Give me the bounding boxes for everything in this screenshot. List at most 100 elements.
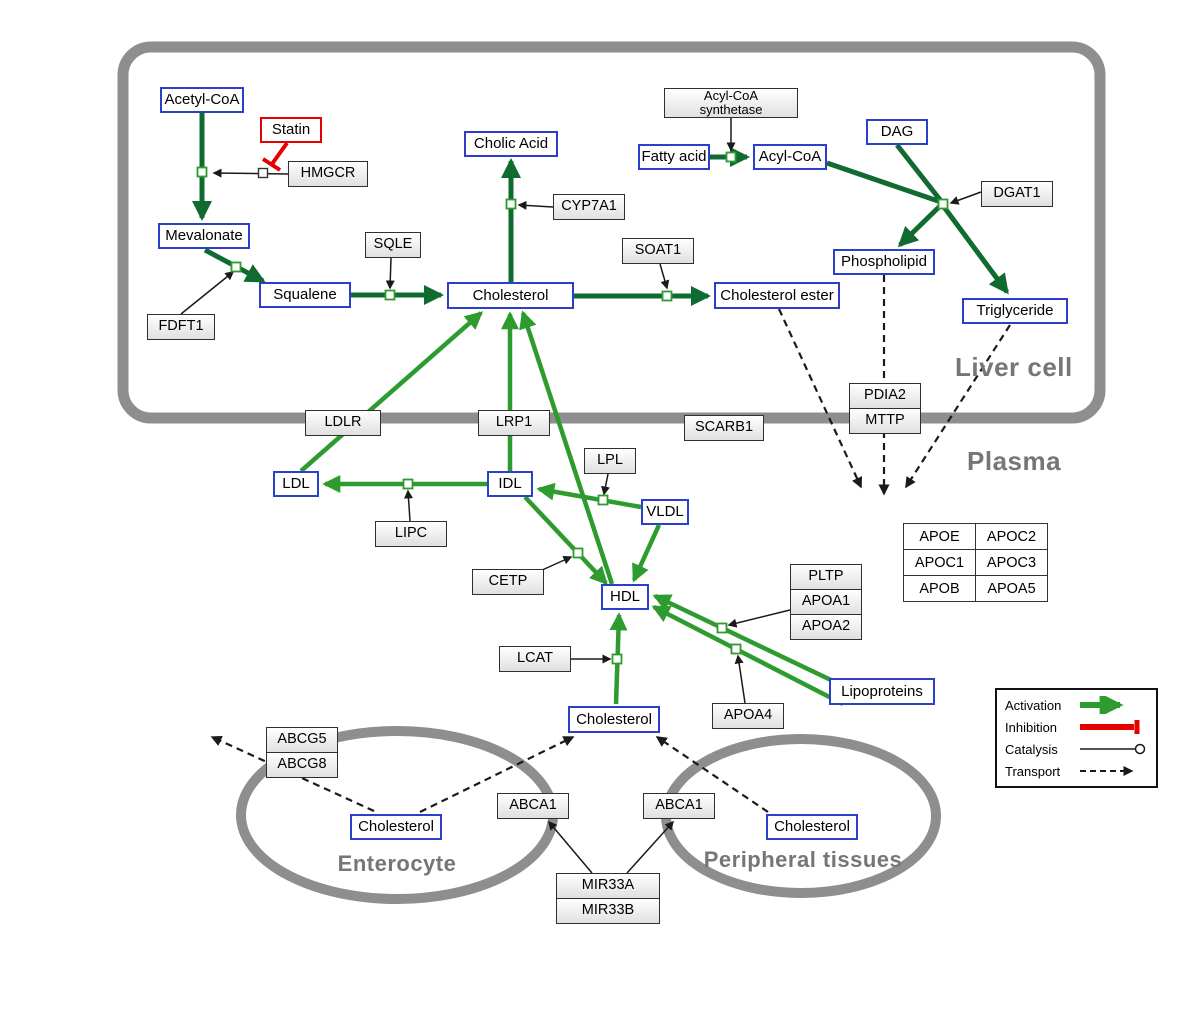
node-abca1-left[interactable]: ABCA1: [497, 793, 569, 819]
edges-layer: [180, 113, 1011, 874]
node-phospholipid[interactable]: Phospholipid: [833, 249, 935, 275]
enterocyte-label: Enterocyte: [337, 851, 457, 876]
reaction-anchor: [730, 643, 742, 655]
edge-cholesterol-peripheral-to-cholesterol-plasma: [655, 736, 769, 813]
node-soat1[interactable]: SOAT1: [622, 238, 694, 264]
edge-sqle-to-reaction-squalene-cholesterol: [385, 257, 395, 290]
apo-cell[interactable]: APOA5: [976, 576, 1048, 602]
legend-row-transport: Transport: [1005, 762, 1148, 780]
node-ldl[interactable]: LDL: [273, 471, 319, 497]
apo-cell[interactable]: APOB: [904, 576, 976, 602]
node-cyp7a1[interactable]: CYP7A1: [553, 194, 625, 220]
reaction-anchor: [597, 494, 609, 506]
apo-cell[interactable]: APOC1: [904, 550, 976, 576]
catalysis-circle-icon: [1080, 743, 1146, 755]
node-apoa1[interactable]: APOA1: [790, 589, 862, 615]
node-scarb1[interactable]: SCARB1: [684, 415, 764, 441]
node-vldl[interactable]: VLDL: [641, 499, 689, 525]
legend-row-activation: Activation: [1005, 696, 1148, 714]
node-cholesterol-liver[interactable]: Cholesterol: [447, 282, 574, 309]
node-lipc[interactable]: LIPC: [375, 521, 447, 547]
node-lpl[interactable]: LPL: [584, 448, 636, 474]
node-acyl-coa2[interactable]: Acyl-CoA: [753, 144, 827, 170]
reaction-anchor: [725, 151, 737, 163]
edge-hmgcr-to-reaction-acetyl-mevalonate: [212, 168, 289, 178]
legend-catalysis-label: Catalysis: [1005, 741, 1058, 757]
liver-cell-membrane: [117, 41, 1106, 424]
node-abcg5[interactable]: ABCG5: [266, 727, 338, 753]
node-idl[interactable]: IDL: [487, 471, 533, 497]
node-mevalonate[interactable]: Mevalonate: [158, 223, 250, 249]
edge-triglyceride-to-plasma: [905, 324, 1011, 489]
edge-dgat1-junction-to-phospholipid: [897, 204, 942, 248]
activation-arrow-icon: [1080, 696, 1124, 714]
edge-dgat1-junction-to-triglyceride: [941, 205, 1010, 295]
node-acetyl-coa[interactable]: Acetyl-CoA: [160, 87, 244, 113]
edge-soat1-to-reaction-cholesterol-ester: [659, 263, 670, 290]
reaction-anchor: [402, 478, 414, 490]
node-lrp1[interactable]: LRP1: [478, 410, 550, 436]
node-squalene[interactable]: Squalene: [259, 282, 351, 308]
node-abcg8[interactable]: ABCG8: [266, 752, 338, 778]
edge-cholesterol-ester-to-plasma: [778, 308, 863, 489]
edge-vldl-to-idl: [536, 482, 642, 510]
edge-mir33-to-abca1-right: [626, 820, 675, 874]
reaction-anchor: [937, 198, 949, 210]
node-pltp[interactable]: PLTP: [790, 564, 862, 590]
legend-row-inhibition: Inhibition: [1005, 718, 1148, 736]
edge-lipoproteins-to-hdl: [651, 604, 845, 707]
reaction-anchor: [505, 198, 517, 210]
node-cholesterol-peripheral[interactable]: Cholesterol: [766, 814, 858, 840]
catalysis-port: [257, 167, 269, 179]
edge-cholesterol-enterocyte-to-cholesterol-plasma: [419, 736, 575, 813]
node-cetp[interactable]: CETP: [472, 569, 544, 595]
node-cholesterol-ester[interactable]: Cholesterol ester: [714, 282, 840, 309]
node-apoa4[interactable]: APOA4: [712, 703, 784, 729]
node-hdl[interactable]: HDL: [601, 584, 649, 610]
edge-dgat1-to-dgat1-junction: [949, 191, 982, 205]
node-lipoproteins[interactable]: Lipoproteins: [829, 678, 935, 705]
reaction-anchor: [661, 290, 673, 302]
node-dgat1[interactable]: DGAT1: [981, 181, 1053, 207]
edge-dag-to-dgat1-junction: [895, 143, 943, 203]
node-mir33b[interactable]: MIR33B: [556, 898, 660, 924]
node-ldlr[interactable]: LDLR: [305, 410, 381, 436]
edge-cyp7a1-to-reaction-cholesterol-cholicacid: [517, 200, 554, 210]
edge-ldl-to-cholesterol-liver: [299, 311, 484, 473]
node-triglyceride[interactable]: Triglyceride: [962, 298, 1068, 324]
anchors-layer: [196, 151, 949, 665]
node-cholic-acid[interactable]: Cholic Acid: [464, 131, 558, 157]
node-apoa2[interactable]: APOA2: [790, 614, 862, 640]
edge-acyl-coa-to-dgat1-junction: [826, 160, 942, 205]
node-acyl-coa-synthetase[interactable]: Acyl-CoA synthetase: [664, 88, 798, 118]
reaction-anchor: [230, 261, 242, 273]
edge-lpl-to-reaction-vldl-idl: [601, 473, 610, 496]
edge-fdft1-to-reaction-mevalonate-squalene: [180, 271, 235, 315]
node-pdia2[interactable]: PDIA2: [849, 383, 921, 409]
legend-transport-label: Transport: [1005, 763, 1061, 779]
node-abca1-right[interactable]: ABCA1: [643, 793, 715, 819]
apo-cell[interactable]: APOC2: [976, 524, 1048, 550]
node-dag[interactable]: DAG: [866, 119, 928, 145]
apo-cell[interactable]: APOE: [904, 524, 976, 550]
node-mir33a[interactable]: MIR33A: [556, 873, 660, 899]
reaction-anchor: [572, 547, 584, 559]
liver-cell-label: Liver cell: [955, 352, 1073, 382]
edge-apoa-complex-to-reaction-lipoproteins-hdl: [727, 609, 791, 628]
node-sqle[interactable]: SQLE: [365, 232, 421, 258]
node-cholesterol-enterocyte[interactable]: Cholesterol: [350, 814, 442, 840]
node-fdft1[interactable]: FDFT1: [147, 314, 215, 340]
node-mttp[interactable]: MTTP: [849, 408, 921, 434]
transport-dashed-arrow-icon: [1080, 766, 1134, 776]
node-fatty-acid[interactable]: Fatty acid: [638, 144, 710, 170]
legend-activation-label: Activation: [1005, 697, 1062, 713]
node-cholesterol-plasma[interactable]: Cholesterol: [568, 706, 660, 733]
node-hmgcr[interactable]: HMGCR: [288, 161, 368, 187]
apo-cell[interactable]: APOC3: [976, 550, 1048, 576]
edge-vldl-to-hdl: [631, 524, 662, 583]
edge-lipc-to-reaction-idl-ldl: [404, 489, 413, 522]
node-statin[interactable]: Statin: [260, 117, 322, 143]
reaction-anchor: [611, 653, 623, 665]
node-lcat[interactable]: LCAT: [499, 646, 571, 672]
